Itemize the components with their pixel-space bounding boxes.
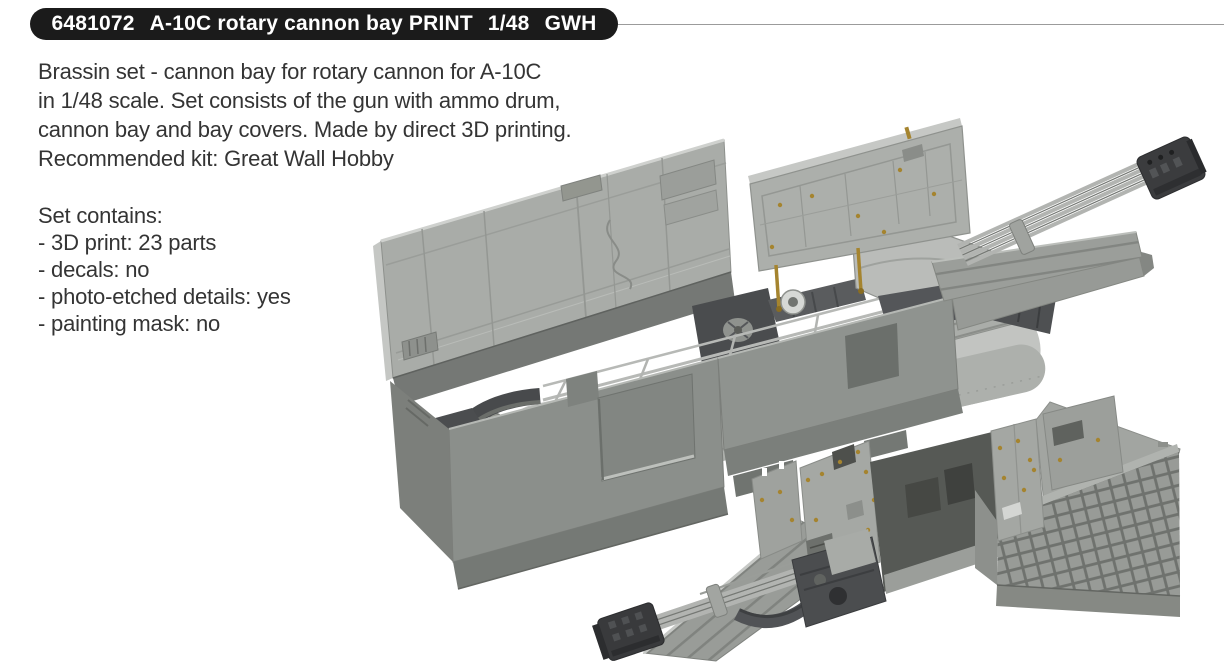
description-line: Brassin set - cannon bay for rotary cann… bbox=[38, 59, 542, 84]
description-line: in 1/48 scale. Set consists of the gun w… bbox=[38, 88, 561, 113]
product-scale: 1/48 bbox=[487, 12, 530, 35]
header-divider-line bbox=[600, 24, 1224, 25]
cannon-bay-underside-view bbox=[592, 395, 1181, 662]
bay-interior-dark bbox=[870, 432, 1001, 594]
ammo-box-waffle bbox=[975, 444, 1181, 617]
bay-lid bbox=[373, 138, 732, 381]
photo-etch-brass-details bbox=[769, 126, 937, 250]
kit-brand: GWH bbox=[544, 12, 597, 35]
product-title-bar: 6481072 A-10C rotary cannon bay PRINT 1/… bbox=[30, 8, 618, 40]
gun-bay-cover-panel bbox=[748, 118, 971, 312]
set-contains-list: Set contains: - 3D print: 23 parts - dec… bbox=[38, 202, 291, 337]
catalog-number: 6481072 bbox=[51, 12, 135, 35]
product-title: A-10C rotary cannon bay PRINT bbox=[149, 12, 473, 35]
cannon-muzzle-top bbox=[1136, 136, 1207, 200]
rotary-cannon-barrels-top bbox=[957, 136, 1207, 266]
brass-mounting-rods bbox=[774, 247, 864, 312]
photo-etch-panels-right bbox=[990, 395, 1124, 542]
description-line: Recommended kit: Great Wall Hobby bbox=[38, 146, 394, 171]
bay-front-walls bbox=[390, 250, 1154, 590]
set-contains-heading: Set contains: bbox=[38, 203, 163, 228]
set-contains-item: - photo-etched details: yes bbox=[38, 284, 291, 309]
photo-etch-bulkhead-small bbox=[751, 460, 803, 560]
set-contains-item: - decals: no bbox=[38, 257, 150, 282]
gun-drive-mechanism bbox=[734, 529, 887, 629]
cannon-muzzle-bottom bbox=[592, 602, 665, 661]
bay-hinge bbox=[392, 271, 735, 405]
set-contains-item: - 3D print: 23 parts bbox=[38, 230, 217, 255]
product-description: Brassin set - cannon bay for rotary cann… bbox=[38, 57, 572, 173]
open-cannon-bay bbox=[373, 118, 1207, 590]
description-line: cannon bay and bay covers. Made by direc… bbox=[38, 117, 572, 142]
set-contains-item: - painting mask: no bbox=[38, 311, 221, 336]
